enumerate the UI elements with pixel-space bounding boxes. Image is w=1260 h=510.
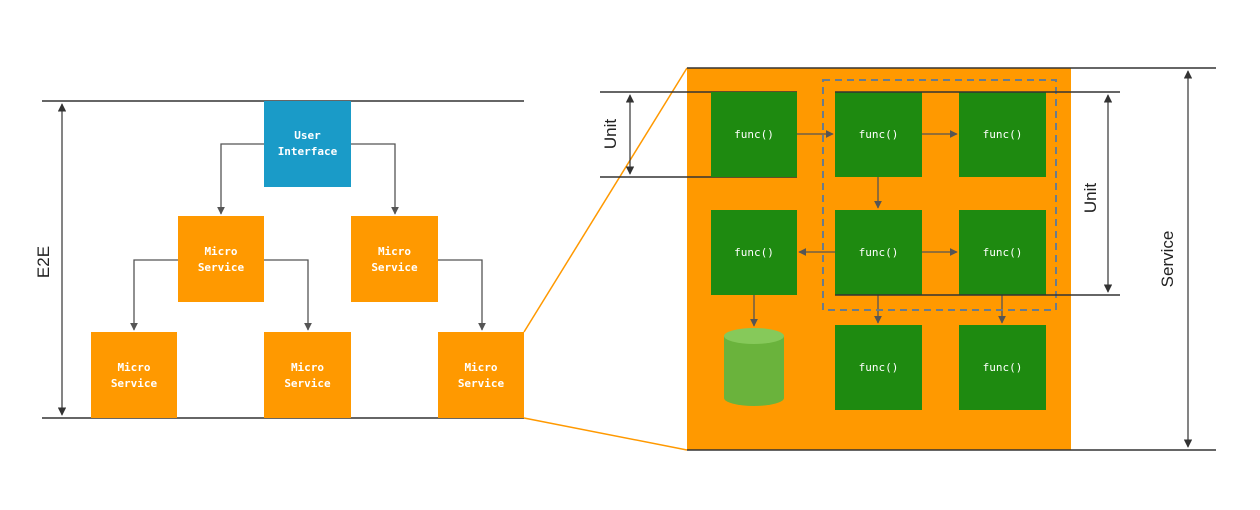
micro-service-label-line1: Micro: [117, 361, 150, 374]
zoom-line-top: [523, 67, 688, 333]
func-box: func(): [711, 92, 797, 177]
micro-service-box: Micro Service: [264, 332, 351, 418]
micro-service-label-line2: Service: [198, 261, 245, 274]
func-label: func(): [734, 246, 774, 259]
func-label: func(): [983, 361, 1023, 374]
micro-service-label-line2: Service: [458, 377, 505, 390]
hierarchy-connectors: [130, 143, 486, 331]
service-label: Service: [1158, 231, 1177, 288]
func-label: func(): [859, 246, 899, 259]
database-cylinder-icon: [724, 328, 784, 406]
ui-label-line2: Interface: [278, 145, 338, 158]
func-label: func(): [983, 246, 1023, 259]
micro-service-label-line2: Service: [371, 261, 418, 274]
func-box: func(): [959, 92, 1046, 177]
func-box: func(): [959, 325, 1046, 410]
micro-service-label-line1: Micro: [291, 361, 324, 374]
unit-right-label: Unit: [1081, 183, 1100, 214]
micro-service-box: Micro Service: [91, 332, 177, 418]
e2e-section: E2E User Interface Micro Service Micro S…: [34, 100, 524, 419]
service-section: Service Unit func() func() func() func()…: [600, 67, 1216, 451]
user-interface-box: User Interface: [264, 101, 351, 187]
unit-group-dashed-border: [822, 79, 1057, 311]
e2e-label: E2E: [34, 246, 53, 278]
func-label: func(): [983, 128, 1023, 141]
micro-service-label-line1: Micro: [464, 361, 497, 374]
zoom-line-bottom: [523, 417, 688, 451]
micro-service-label-line1: Micro: [204, 245, 237, 258]
func-label: func(): [859, 361, 899, 374]
func-box: func(): [835, 210, 922, 295]
func-box: func(): [835, 92, 922, 177]
micro-service-box: Micro Service: [351, 216, 438, 302]
func-box: func(): [711, 210, 797, 295]
micro-service-box-zoomed: Micro Service: [438, 332, 524, 418]
func-box: func(): [835, 325, 922, 410]
ui-label-line1: User: [294, 129, 321, 142]
func-label: func(): [859, 128, 899, 141]
micro-service-box: Micro Service: [178, 216, 264, 302]
micro-service-label-line1: Micro: [378, 245, 411, 258]
micro-service-label-line2: Service: [284, 377, 331, 390]
func-box: func(): [959, 210, 1046, 295]
func-label: func(): [734, 128, 774, 141]
unit-left-label: Unit: [601, 119, 620, 150]
micro-service-label-line2: Service: [111, 377, 158, 390]
